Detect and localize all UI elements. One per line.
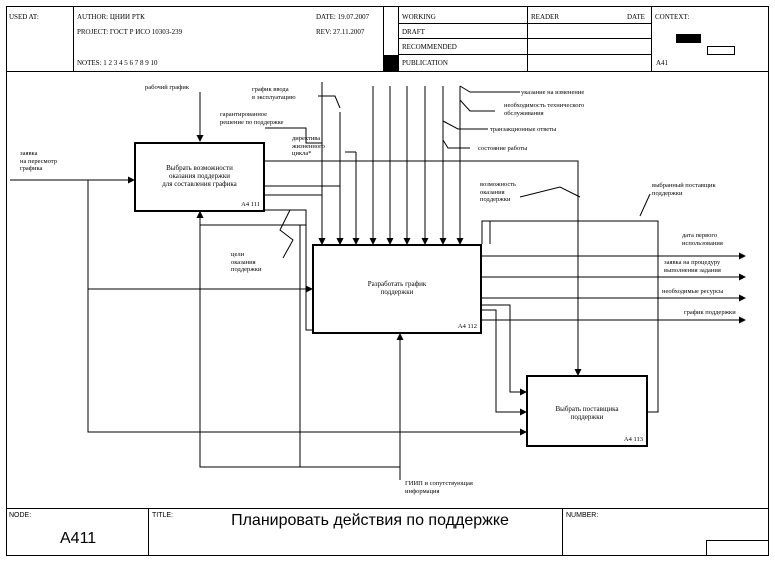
page-title: Планировать действия по поддержке (231, 512, 509, 529)
activity-box-a4111[interactable]: Выбрать возможности оказания поддержки д… (134, 142, 265, 212)
box-number: A4 113 (623, 436, 643, 443)
reader-label: READER (531, 13, 559, 21)
context-label: CONTEXT: (655, 13, 690, 21)
label-resources: необходимые ресурсы (662, 288, 724, 295)
notes-label: NOTES: 1 2 3 4 5 6 7 8 9 10 (77, 59, 158, 67)
title-label: TITLE: (152, 512, 174, 519)
box-line: оказания поддержки (169, 172, 230, 180)
date-label: DATE: 19.07.2007 (316, 13, 370, 21)
project-label: PROJECT: ГОСТ Р ИСО 10303-239 (77, 28, 183, 36)
rev-label: REV: 27.11.2007 (316, 28, 365, 36)
status-draft: DRAFT (402, 28, 425, 36)
box-line: Выбрать поставщика (555, 405, 619, 413)
box-line: поддержки (380, 288, 414, 296)
activity-box-a4112[interactable]: Разработать график поддержки A4 112 (312, 244, 482, 334)
activity-box-a4113[interactable]: Выбрать поставщика поддержки A4 113 (526, 375, 648, 447)
context-active-box-icon (676, 34, 701, 43)
node-id: A411 (60, 530, 97, 547)
used-at-label: USED AT: (9, 13, 39, 21)
number-label: NUMBER: (566, 512, 599, 519)
label-support-schedule: график поддержки (684, 309, 736, 316)
status-publication: PUBLICATION (402, 59, 448, 67)
box-number: A4 112 (457, 323, 477, 330)
box-line: Выбрать возможности (166, 164, 233, 172)
box-line: для составления графика (162, 180, 237, 188)
label-schedule: рабочий график (145, 84, 190, 91)
reader-date-label: DATE (627, 13, 645, 21)
node-label: NODE: (9, 512, 32, 519)
status-working: WORKING (402, 13, 436, 21)
label-work-state: состояние работы (478, 145, 528, 152)
status-recommended: RECOMMENDED (402, 43, 457, 51)
label-change: указание на изменение (521, 89, 585, 96)
label-transaction: транзакционные ответы (490, 126, 557, 133)
box-number: A4 111 (241, 201, 260, 208)
context-node: A41 (656, 59, 669, 67)
box-line: Разработать график (367, 280, 427, 288)
context-box-icon (707, 46, 735, 55)
author-label: AUTHOR: ЦНИИ РТК (77, 13, 145, 21)
box-line: поддержки (570, 413, 604, 421)
